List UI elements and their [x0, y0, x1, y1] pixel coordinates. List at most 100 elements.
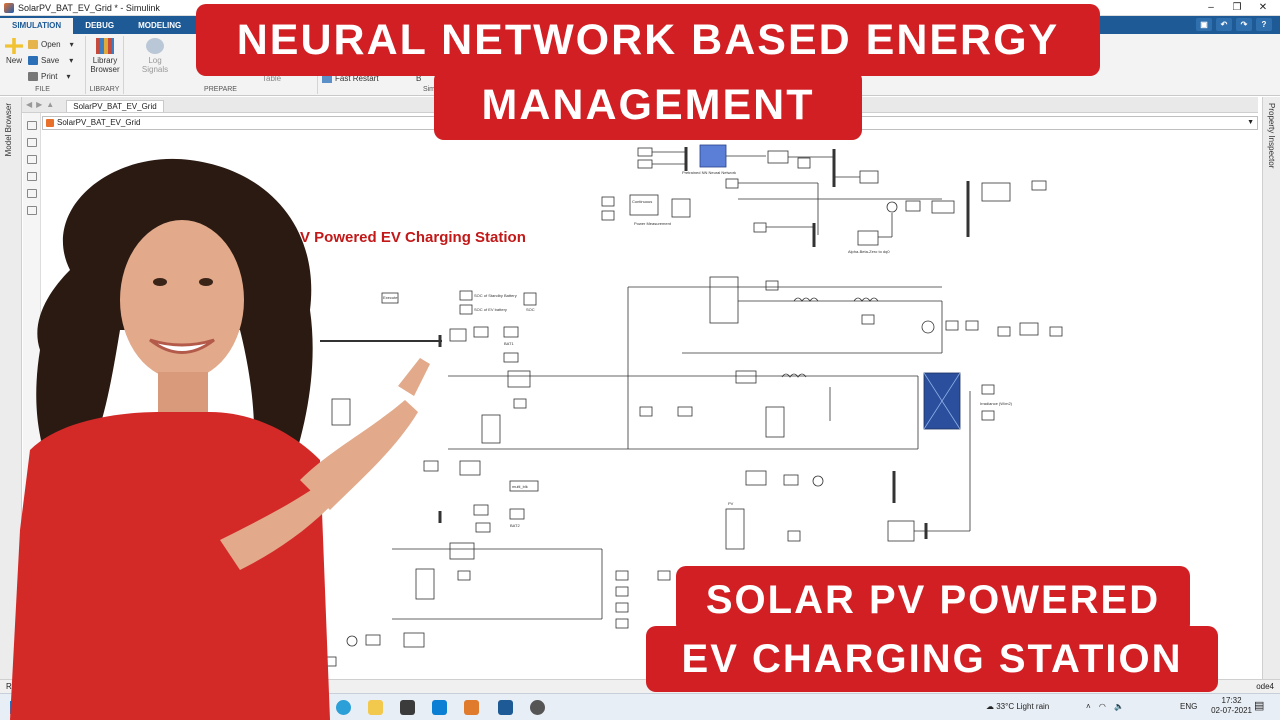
file-group: New Open▾ Save▾ Print▾ FILE — [0, 36, 86, 94]
notification-icon[interactable]: ▤ — [1254, 700, 1265, 712]
library-group: Library Browser LIBRARY — [86, 36, 124, 94]
inductor — [781, 373, 807, 378]
fit-view-icon[interactable] — [26, 138, 37, 147]
nav-arrows-icon[interactable]: ◀▶▲ — [26, 100, 59, 109]
diagram-block — [473, 504, 489, 516]
switch-block — [481, 414, 501, 444]
converter-block — [449, 542, 475, 560]
chrome-icon[interactable] — [530, 700, 545, 715]
diagram-block — [945, 320, 959, 331]
mult-block — [509, 480, 539, 492]
grid-source — [921, 320, 935, 334]
language-indicator[interactable]: ENG — [1180, 702, 1198, 711]
tab-simulation[interactable]: SIMULATION — [0, 18, 74, 34]
tab-debug[interactable]: DEBUG — [85, 21, 115, 30]
edge-browser-icon[interactable] — [336, 700, 351, 715]
annotation-icon[interactable] — [26, 172, 37, 181]
library-browser-button[interactable]: Library Browser — [88, 38, 122, 74]
log-signals-icon — [146, 38, 164, 54]
clock[interactable]: 17:32 02-07-2021 — [1211, 696, 1252, 715]
library-icon — [96, 38, 114, 54]
table-button[interactable]: Table — [262, 74, 282, 83]
wifi-icon[interactable]: ◠ — [1098, 702, 1106, 711]
save-button[interactable]: Save▾ — [28, 56, 73, 65]
redo-icon[interactable]: ↷ — [1236, 18, 1252, 31]
diagram-block — [473, 326, 489, 338]
chevron-down-icon[interactable]: ▼ — [1247, 119, 1254, 126]
diagram-block — [403, 632, 425, 648]
diagram-block — [753, 222, 767, 233]
diagram-label: PV — [728, 501, 734, 506]
diode-block — [735, 370, 757, 384]
print-button[interactable]: Print▾ — [28, 72, 70, 81]
save-quick-icon[interactable]: ▣ — [1196, 18, 1212, 31]
footer-banner-line2: EV CHARGING STATION — [646, 626, 1218, 692]
sum-block — [886, 201, 898, 213]
diagram-block — [459, 304, 473, 315]
window-controls: – ❐ ✕ — [1198, 0, 1276, 16]
mail-icon[interactable] — [432, 700, 447, 715]
image-icon[interactable] — [26, 189, 37, 198]
open-button[interactable]: Open▾ — [28, 40, 74, 49]
matlab-icon[interactable] — [464, 700, 479, 715]
diagram-block — [639, 406, 653, 417]
diagram-block — [637, 159, 653, 169]
footer-banner: SOLAR PV POWERED — [676, 566, 1190, 634]
neural-network-block — [699, 144, 727, 168]
diagram-block — [859, 170, 879, 184]
converter-block — [507, 370, 531, 388]
system-tray-icons[interactable]: ˄ ◠ 🔈 — [1086, 702, 1124, 711]
store-icon[interactable] — [400, 700, 415, 715]
arrow-icon[interactable] — [26, 155, 37, 164]
model-browser-strip[interactable]: Model Browser — [0, 97, 22, 679]
restore-icon[interactable]: ❐ — [1232, 2, 1242, 13]
file-explorer-icon[interactable] — [368, 700, 383, 715]
chevron-up-icon[interactable]: ˄ — [1086, 702, 1091, 711]
switch-block — [415, 568, 435, 600]
inverter-block — [709, 276, 739, 324]
diagram-label: Execute — [383, 295, 398, 300]
diagram-block — [1019, 322, 1039, 336]
new-button[interactable]: New — [4, 38, 24, 65]
panel-line — [923, 372, 961, 430]
eye-right — [199, 278, 213, 286]
diagram-block — [677, 406, 693, 417]
model-browser-label: Model Browser — [4, 103, 13, 157]
help-icon[interactable]: ? — [1256, 18, 1272, 31]
continuous-block — [629, 194, 659, 216]
diagram-block — [861, 314, 875, 325]
eye-left — [153, 278, 167, 286]
undo-icon[interactable]: ↶ — [1216, 18, 1232, 31]
minimize-icon[interactable]: – — [1208, 2, 1214, 13]
zoom-icon[interactable] — [26, 121, 37, 130]
log-signals-button[interactable]: Log Signals — [140, 38, 170, 74]
diagram-block — [459, 460, 481, 476]
diagram-block — [725, 178, 739, 189]
prepare-group-label: PREPARE — [204, 86, 237, 93]
volume-icon[interactable]: 🔈 — [1114, 702, 1125, 711]
tab-modeling[interactable]: MODELING — [138, 21, 182, 30]
diagram-block — [637, 147, 653, 157]
area-icon[interactable] — [26, 206, 37, 215]
sum-block — [812, 475, 824, 487]
model-editor-tab[interactable]: SolarPV_BAT_EV_Grid — [66, 99, 164, 112]
cloud-icon: ☁ — [986, 702, 994, 711]
diagram-block — [767, 150, 789, 164]
weather-widget[interactable]: ☁ 33°C Light rain — [986, 702, 1050, 711]
close-icon[interactable]: ✕ — [1258, 2, 1268, 13]
diagram-label: multi_blk — [512, 484, 528, 489]
printer-icon — [28, 72, 38, 81]
simulate-group-label: Sim — [422, 86, 435, 93]
fast-restart-button[interactable]: Fast Restart — [322, 74, 379, 83]
diagram-block — [513, 398, 527, 409]
sum-block — [346, 635, 358, 647]
diagram-block — [503, 352, 519, 363]
bat1-block — [503, 326, 519, 338]
window-title: SolarPV_BAT_EV_Grid * - Simulink — [18, 2, 160, 13]
photos-icon[interactable] — [498, 700, 513, 715]
diagram-label: Power Measurement — [634, 221, 672, 226]
property-inspector-strip[interactable]: Property Inspector — [1262, 97, 1280, 679]
scope-block — [671, 198, 691, 218]
battery-block — [331, 398, 351, 426]
diagram-block — [797, 157, 811, 169]
